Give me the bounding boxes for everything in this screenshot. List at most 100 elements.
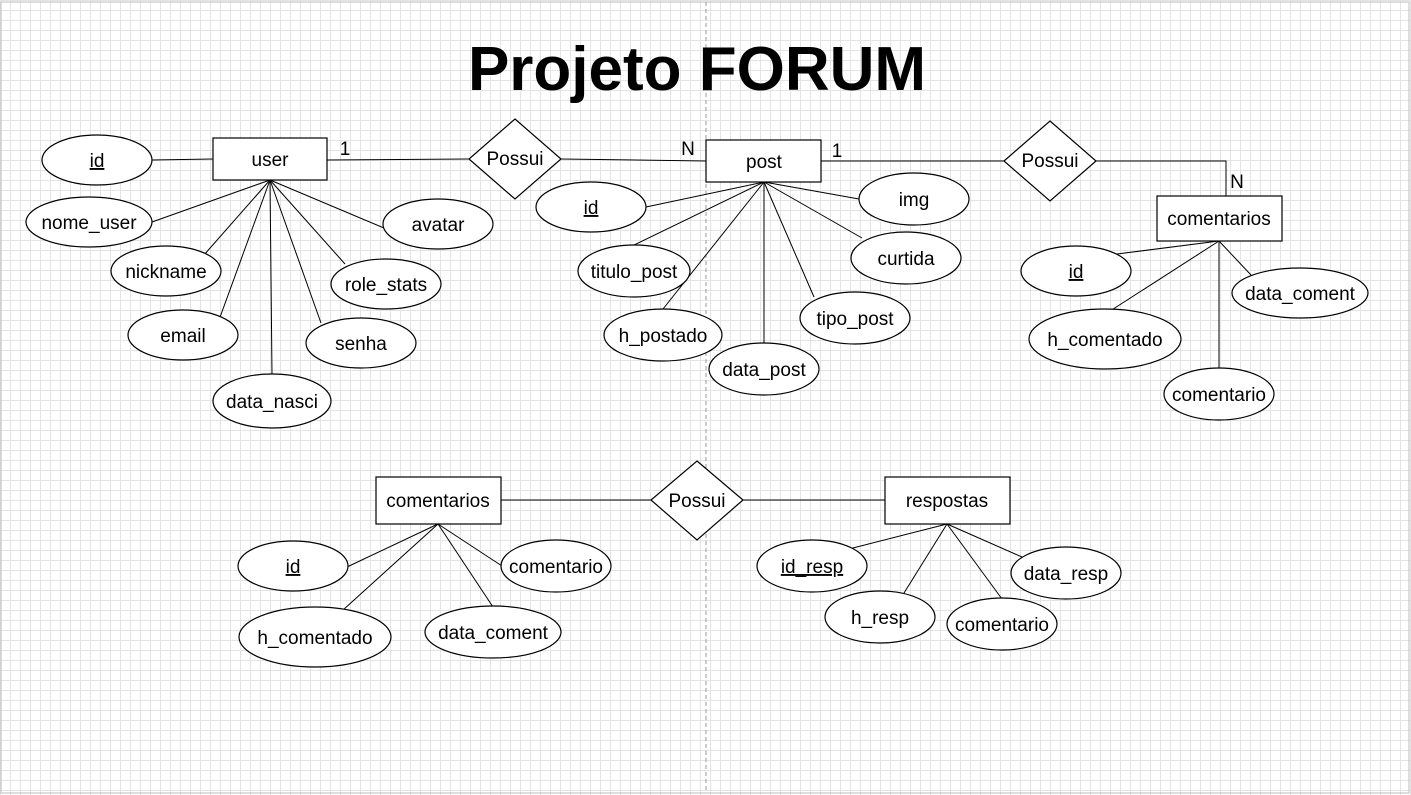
diagram-title: Projeto FORUM	[468, 35, 926, 104]
attr-user-senha[interactable]: senha	[305, 317, 417, 369]
attr-comentarios-top-data_coment[interactable]: data_coment	[1231, 267, 1369, 319]
entity-comentarios-bottom-box	[375, 476, 502, 525]
attr-post-titulo_post[interactable]: titulo_post	[577, 244, 691, 298]
attr-comentarios-top-comentario[interactable]: comentario	[1163, 367, 1275, 421]
entity-comentarios-bottom-label: comentarios	[386, 491, 490, 512]
attr-post-titulo_post-label: titulo_post	[591, 262, 678, 283]
attr-comentarios-bottom-data_coment[interactable]: data_coment	[424, 605, 562, 659]
attr-comentarios-bottom-id[interactable]: id	[237, 540, 349, 592]
attr-post-id[interactable]: id	[535, 181, 647, 233]
attr-post-tipo_post[interactable]: tipo_post	[799, 291, 911, 345]
entity-comentarios-top-box	[1156, 195, 1283, 242]
edge-comentarios-bottom-data_coment	[437, 523, 494, 608]
attr-respostas-id_resp-label: id_resp	[781, 557, 843, 578]
attr-user-email[interactable]: email	[127, 309, 239, 361]
attr-comentarios-bottom-comentario-label: comentario	[509, 557, 603, 578]
relationship-comentarios-respostas[interactable]: Possui	[650, 460, 744, 541]
attr-user-data_nasci-label: data_nasci	[226, 392, 318, 413]
edge-user-possui	[326, 158, 470, 161]
edge-post-titulo_post	[633, 181, 765, 246]
entity-respostas-box	[884, 476, 1011, 525]
relationship-comentarios-respostas-label: Possui	[668, 491, 725, 512]
attr-comentarios-top-data_coment-label: data_coment	[1245, 284, 1356, 305]
entity-user[interactable]: user	[212, 137, 328, 181]
attr-respostas-data_resp-label: data_resp	[1024, 564, 1109, 585]
edge-user-avatar	[269, 179, 385, 229]
attr-post-img[interactable]: img	[858, 172, 970, 226]
attr-respostas-h_resp[interactable]: h_resp	[824, 590, 936, 644]
attr-post-h_postado[interactable]: h_postado	[603, 308, 723, 362]
edge-user-nickname	[203, 179, 271, 256]
attr-post-data_post[interactable]: data_post	[708, 342, 820, 396]
relationship-comentarios-respostas-diamond	[650, 460, 744, 541]
edge-possui-post	[560, 158, 707, 162]
attr-respostas-comentario-label: comentario	[955, 615, 1049, 636]
attr-user-id-label: id	[90, 151, 105, 172]
edge-comentarios-top-h_comentado	[1106, 240, 1220, 314]
edge-comentarios-top-data_coment	[1218, 240, 1252, 276]
edge-respostas-data_resp	[946, 523, 1023, 558]
edge-user-nome_user	[151, 179, 271, 223]
cardinality-post-comment-side: 1	[832, 141, 843, 162]
relationship-post-comentarios[interactable]: Possui	[1003, 120, 1097, 202]
edge-post-tipo_post	[763, 181, 815, 298]
edge-respostas-comentario	[946, 523, 1003, 600]
relationship-post-comentarios-diamond	[1003, 120, 1097, 202]
attr-user-senha-label: senha	[335, 334, 387, 355]
attr-comentarios-bottom-h_comentado[interactable]: h_comentado	[238, 606, 392, 668]
entity-comentarios-bottom[interactable]: comentarios	[375, 476, 502, 525]
attr-respostas-comentario[interactable]: comentario	[946, 597, 1058, 651]
edge-user-senha	[269, 179, 322, 324]
edge-post-img	[763, 181, 860, 200]
edge-user-data_nasci	[269, 179, 273, 376]
edge-user-email	[218, 179, 271, 321]
attr-respostas-data_resp[interactable]: data_resp	[1010, 546, 1122, 600]
attr-comentarios-top-h_comentado[interactable]: h_comentado	[1028, 308, 1182, 370]
attr-user-nome_user-label: nome_user	[41, 213, 137, 234]
attr-user-role_stats[interactable]: role_stats	[330, 258, 442, 310]
attr-user-avatar-label: avatar	[412, 215, 465, 236]
relationship-post-comentarios-label: Possui	[1021, 151, 1078, 172]
cardinality-post-side: N	[681, 139, 695, 160]
attr-user-id[interactable]: id	[41, 134, 153, 186]
attr-user-data_nasci[interactable]: data_nasci	[212, 373, 332, 429]
relationship-user-post[interactable]: Possui	[468, 118, 562, 200]
relationship-user-post-diamond	[468, 118, 562, 200]
attr-respostas-id_resp[interactable]: id_resp	[756, 539, 868, 593]
attr-user-nome_user[interactable]: nome_user	[25, 196, 153, 248]
entity-respostas-label: respostas	[906, 491, 988, 512]
attr-comentarios-bottom-h_comentado-label: h_comentado	[257, 628, 372, 649]
attr-comentarios-bottom-data_coment-label: data_coment	[438, 623, 549, 644]
attr-post-tipo_post-label: tipo_post	[816, 309, 894, 330]
edges	[151, 158, 1252, 611]
entity-user-label: user	[252, 150, 290, 171]
attr-user-nickname-label: nickname	[125, 262, 206, 283]
entity-post-box	[705, 139, 822, 183]
entity-post[interactable]: post	[705, 139, 822, 183]
edge-post-curtida	[763, 181, 863, 239]
attr-post-curtida[interactable]: curtida	[850, 231, 962, 285]
entity-respostas[interactable]: respostas	[884, 476, 1011, 525]
attr-user-avatar[interactable]: avatar	[382, 198, 494, 250]
entity-user-box	[212, 137, 328, 181]
attr-comentarios-bottom-comentario[interactable]: comentario	[500, 539, 612, 593]
attr-user-nickname[interactable]: nickname	[110, 245, 222, 297]
attr-comentarios-top-comentario-label: comentario	[1172, 385, 1266, 406]
edge-post-h_postado	[662, 181, 765, 310]
attr-comentarios-top-id[interactable]: id	[1020, 245, 1132, 297]
attr-respostas-h_resp-label: h_resp	[851, 608, 909, 629]
edge-respostas-id_resp	[848, 523, 948, 550]
edge-comentarios-bottom-comentario	[437, 523, 503, 567]
attr-user-email-label: email	[160, 326, 205, 347]
attr-post-id-label: id	[584, 198, 599, 219]
entity-post-label: post	[746, 152, 783, 173]
edge-comentarios-bottom-id	[346, 523, 439, 568]
entity-comentarios-top[interactable]: comentarios	[1156, 195, 1283, 242]
edge-user-role_stats	[269, 179, 346, 265]
edge-respostas-h_resp	[903, 523, 948, 594]
attr-post-img-label: img	[899, 190, 930, 211]
relationship-user-post-label: Possui	[486, 149, 543, 170]
cardinality-user-side: 1	[340, 139, 351, 160]
